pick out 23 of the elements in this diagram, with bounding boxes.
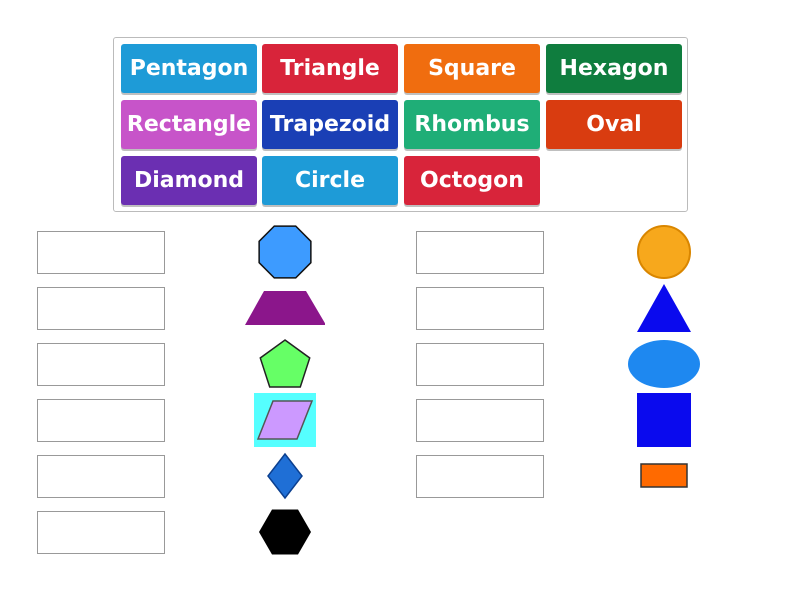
answer-box xyxy=(416,455,544,498)
answer-box xyxy=(416,231,544,274)
word-card: Oval xyxy=(546,100,682,149)
word-card: Triangle xyxy=(262,44,398,93)
word-card: Circle xyxy=(262,156,398,205)
word-card: Trapezoid xyxy=(262,100,398,149)
word-card: Octogon xyxy=(404,156,540,205)
answer-box xyxy=(416,399,544,442)
word-card: Hexagon xyxy=(546,44,682,93)
answer-box xyxy=(37,511,165,554)
answer-box xyxy=(37,231,165,274)
answer-box xyxy=(416,287,544,330)
word-card: Rectangle xyxy=(121,100,257,149)
word-card: Pentagon xyxy=(121,44,257,93)
card-panel xyxy=(113,37,688,212)
answer-box xyxy=(37,399,165,442)
answer-box xyxy=(37,455,165,498)
word-card: Square xyxy=(404,44,540,93)
answer-box xyxy=(416,343,544,386)
answer-box xyxy=(37,287,165,330)
word-card: Diamond xyxy=(121,156,257,205)
answer-box xyxy=(37,343,165,386)
word-card: Rhombus xyxy=(404,100,540,149)
